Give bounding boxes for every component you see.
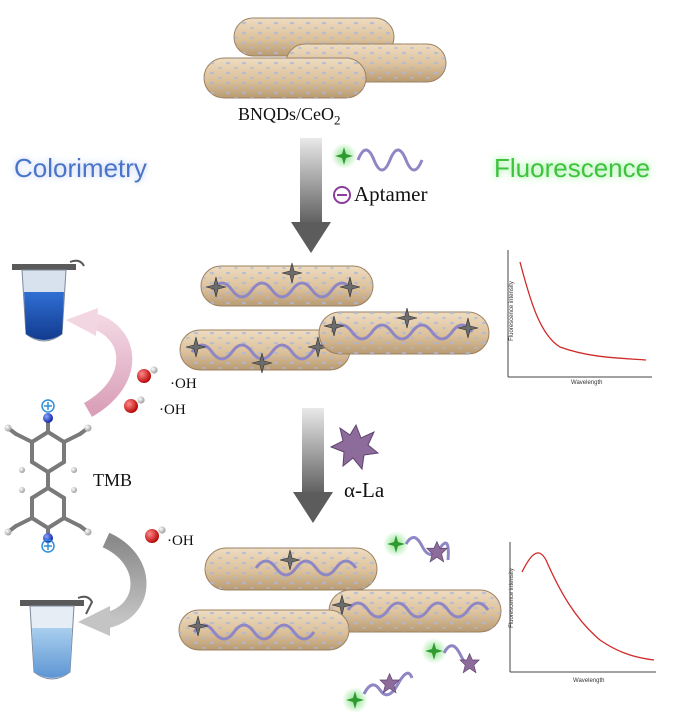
arrow-grey [78, 532, 147, 636]
rod-mid-3 [318, 307, 490, 355]
fluorescence-title: Fluorescence [494, 153, 651, 183]
oh-label-2: ·OH [159, 402, 186, 418]
alpha-la-star [329, 423, 380, 471]
rod-top-3 [203, 57, 367, 99]
oh-label-3: ·OH [167, 533, 194, 549]
tmb-atoms [4, 399, 92, 553]
tube-oxidized [12, 259, 85, 342]
oh-molecule-2 [124, 396, 145, 413]
graph-before-xlabel: Wavelength [571, 380, 603, 386]
rod-bot-3 [178, 609, 350, 651]
released-complex-1 [383, 531, 450, 563]
graph-after-xlabel: Wavelength [573, 678, 605, 684]
graph-before [507, 250, 652, 378]
material-label: BNQDs/CeO2 [238, 104, 341, 128]
rod-bot-1 [204, 547, 378, 591]
tmb-molecule [6, 416, 90, 540]
graph-after-ylabel: Fluorescence intensity [509, 568, 515, 628]
oh-molecule-1 [137, 366, 158, 383]
tube-reduced [20, 595, 94, 680]
oh-label-1: ·OH [170, 376, 197, 392]
oh-molecule-3 [145, 526, 166, 543]
released-complex-2 [421, 638, 480, 674]
aptamer-legend [331, 143, 424, 204]
graph-before-ylabel: Fluorescence intensity [509, 281, 515, 341]
aptamer-label: Aptamer [354, 182, 428, 206]
arrow-pink [66, 308, 133, 417]
tmb-label: TMB [93, 470, 133, 490]
target-label: α-La [344, 478, 385, 502]
rod-bot-2 [328, 589, 502, 633]
arrow-down-1 [291, 138, 331, 253]
graph-after [509, 542, 656, 673]
arrow-down-2 [293, 408, 333, 523]
rod-mid-2 [179, 329, 351, 374]
rod-mid-1 [200, 262, 374, 307]
colorimetry-title: Colorimetry [14, 153, 147, 183]
released-complex-3 [342, 671, 414, 713]
